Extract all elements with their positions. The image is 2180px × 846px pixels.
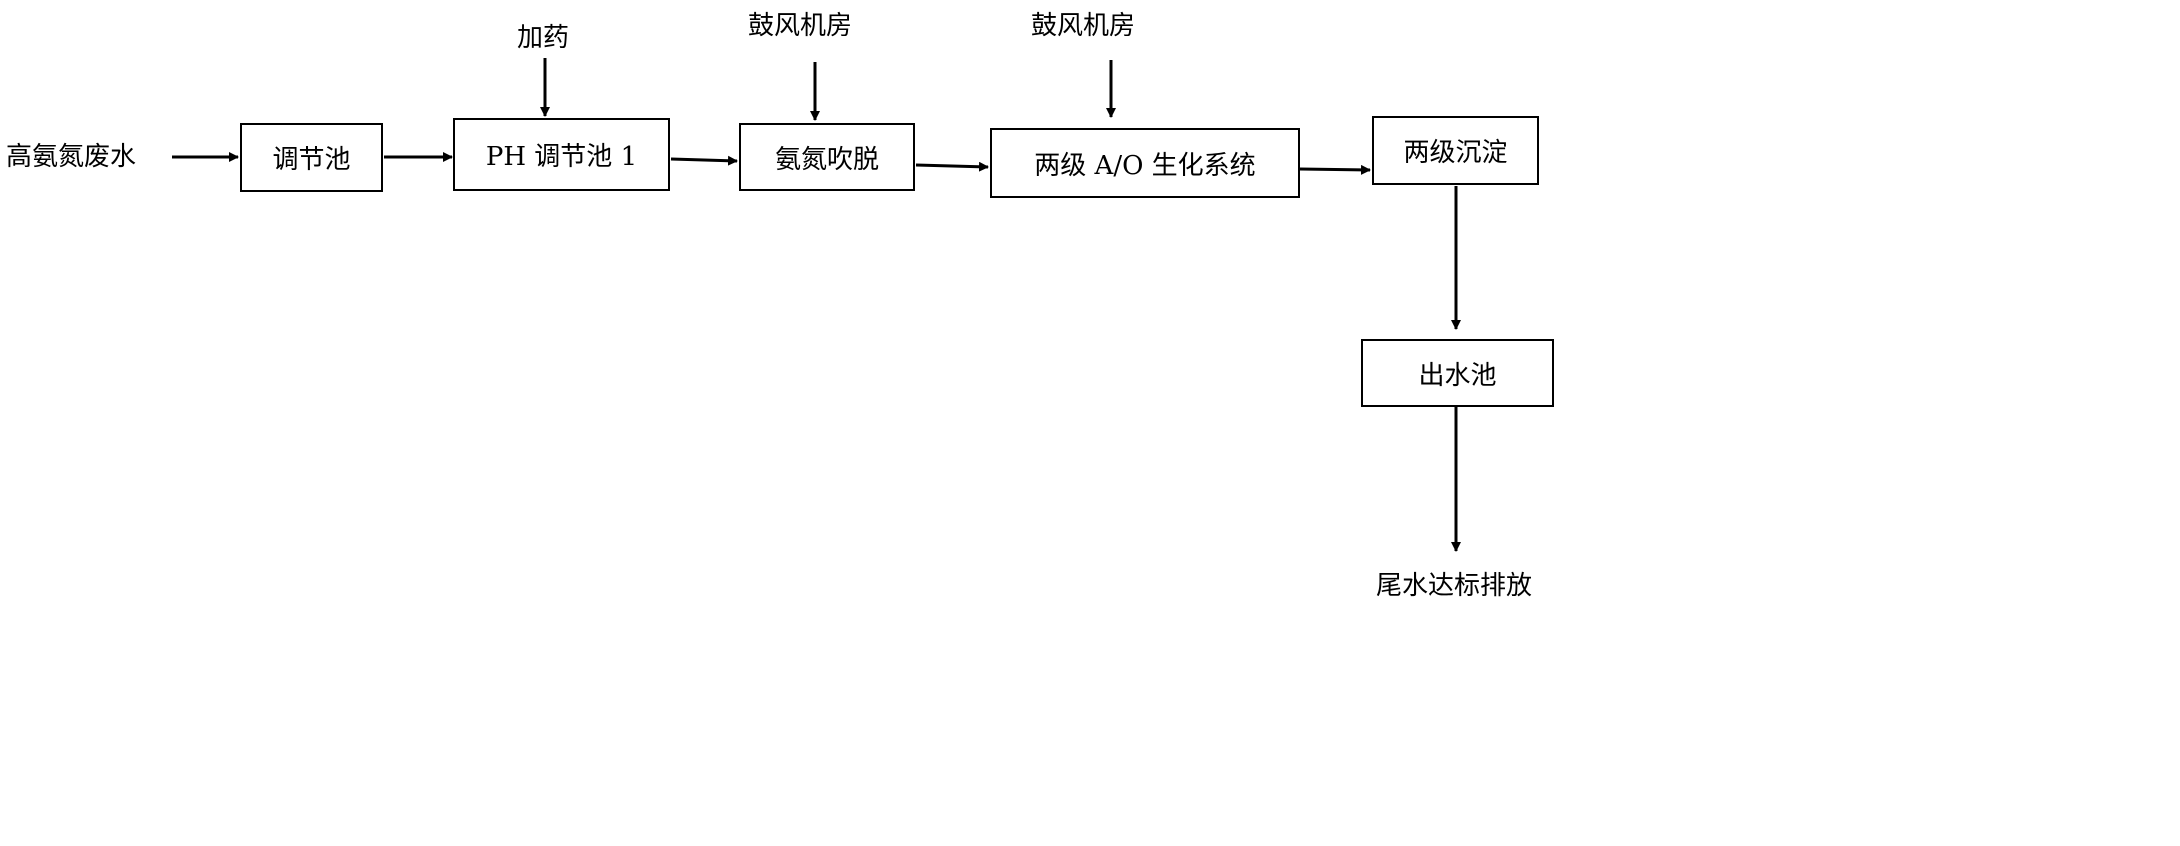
- arrow-ph-to-stripping: [670, 155, 738, 166]
- regulating-tank-box: 调节池: [240, 123, 383, 192]
- regulating-tank-label: 调节池: [272, 145, 351, 175]
- process-flow-diagram: 高氨氮废水 调节池 PH 调节池 1 氨氮吹脱 两级 A/O 生化系统 两级沉淀…: [6, 11, 1554, 601]
- sedimentation-label: 两级沉淀: [1403, 138, 1508, 168]
- stripping-label: 氨氮吹脱: [774, 144, 879, 175]
- dosing-label: 加药: [517, 23, 570, 53]
- discharge-label: 尾水达标排放: [1376, 571, 1533, 601]
- outlet-tank-label: 出水池: [1418, 360, 1497, 391]
- ao-system-label: 两级 A/O 生化系统: [1034, 150, 1256, 181]
- arrow-stripping-to-ao: [915, 161, 989, 172]
- source-label: 高氨氮废水: [6, 142, 137, 172]
- stripping-box: 氨氮吹脱: [739, 123, 915, 191]
- ao-system-box: 两级 A/O 生化系统: [990, 128, 1300, 198]
- sedimentation-box: 两级沉淀: [1372, 116, 1539, 185]
- ph-tank-label: PH 调节池 1: [485, 142, 638, 172]
- ph-tank-box: PH 调节池 1: [453, 118, 670, 191]
- arrow-ao-to-sedimentation: [1299, 164, 1371, 175]
- flow-arrows: [172, 58, 1461, 552]
- outlet-tank-box: 出水池: [1361, 339, 1554, 407]
- blower-room-1-label: 鼓风机房: [748, 11, 853, 41]
- blower-room-2-label: 鼓风机房: [1031, 11, 1136, 41]
